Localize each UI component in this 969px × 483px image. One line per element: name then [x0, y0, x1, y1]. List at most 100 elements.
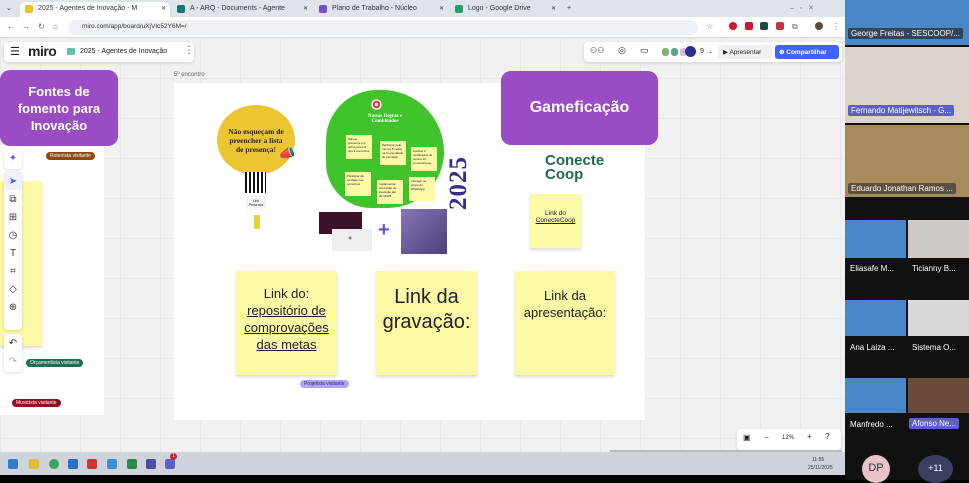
extension-icon[interactable]	[745, 22, 753, 30]
clock-date[interactable]: 25/11/2025	[808, 465, 833, 471]
rule-sticky[interactable]: Participar da verdade nos encontros	[345, 172, 371, 196]
select-icon[interactable]: ➤	[4, 172, 22, 190]
text-icon[interactable]: T	[9, 247, 17, 259]
app-icon[interactable]	[146, 459, 156, 469]
fit-screen-icon[interactable]: ▣	[743, 433, 751, 442]
window-controls[interactable]: – ▫ ✕	[790, 5, 814, 12]
tab-drive[interactable]: Logo - Google Drive✕	[450, 2, 560, 17]
new-tab-button[interactable]: +	[567, 5, 572, 12]
file-explorer-icon[interactable]	[29, 459, 39, 469]
participant-tile[interactable]	[845, 220, 906, 258]
chevron-down-icon[interactable]: ⌄	[708, 49, 714, 55]
reactions-icon[interactable]: ⚇⚇	[590, 46, 605, 55]
redo-icon[interactable]: ↷	[8, 355, 18, 367]
collaborator-count[interactable]: 9	[700, 48, 704, 55]
share-button[interactable]: ⊕ Compartilhar	[775, 45, 839, 59]
timer-icon[interactable]: ◷	[8, 229, 18, 241]
outlook-icon[interactable]	[68, 459, 78, 469]
gamification-card[interactable]: Gameficação	[501, 71, 658, 145]
participant-tile[interactable]	[908, 378, 969, 413]
teams-icon[interactable]	[165, 459, 175, 469]
qr-code[interactable]	[245, 172, 266, 193]
board-options-icon[interactable]: ⋮	[184, 45, 194, 56]
tab-miro[interactable]: 2025 - Agentes de Inovação - M✕	[20, 2, 170, 17]
extension-icon[interactable]	[760, 22, 768, 30]
close-icon[interactable]: ✕	[160, 6, 166, 12]
acrobat-icon[interactable]	[87, 459, 97, 469]
present-button[interactable]: ▶ Apresentar	[718, 45, 772, 59]
participant-tile[interactable]	[845, 300, 906, 336]
tab-search-button[interactable]: ⌄	[6, 5, 12, 12]
year-label[interactable]: 2025	[445, 156, 472, 210]
extensions-puzzle-icon[interactable]: ⧉	[792, 22, 798, 31]
templates-icon[interactable]: ⧉	[9, 193, 17, 205]
more-participants-button[interactable]: +11	[918, 455, 953, 483]
fontes-fomento-card[interactable]: Fontes de fomento para Inovação	[0, 70, 118, 146]
video-icon[interactable]: ▭	[640, 45, 649, 55]
chrome-icon[interactable]	[49, 459, 59, 469]
windows-start-icon[interactable]	[8, 459, 18, 469]
clock-time[interactable]: 11:55	[812, 457, 825, 463]
close-icon[interactable]: ✕	[550, 6, 556, 12]
board-name[interactable]: 2025 - Agentes de Inovação	[80, 48, 168, 55]
rule-sticky[interactable]: Ganhar 3 certificados de cursos do Conec…	[411, 147, 437, 171]
close-icon[interactable]: ✕	[438, 6, 444, 12]
collaborator-avatar[interactable]	[671, 48, 678, 56]
rule-sticky[interactable]: Participar pelo menos 5 vezes na Comunid…	[380, 141, 406, 165]
url-input[interactable]: miro.com/app/board/uXjVIc52Y6M=/	[68, 20, 698, 35]
undo-icon[interactable]: ↶	[8, 337, 18, 349]
sticky-repositorio[interactable]: Link do: repositório de comprovações das…	[236, 271, 337, 375]
menu-icon[interactable]: ☰	[10, 46, 20, 58]
bookmark-star-icon[interactable]: ☆	[706, 22, 714, 31]
frame-icon[interactable]: ⌗	[10, 265, 16, 277]
browser-menu-icon[interactable]: ⋮	[832, 22, 840, 31]
presence-reminder[interactable]: Não esqueçam de preencher a lista de pre…	[217, 105, 295, 175]
presence-link[interactable]: Link Presença	[246, 196, 266, 210]
tab-plano[interactable]: Plano de Trabalho - Núcleo✕	[314, 2, 448, 17]
reload-icon[interactable]: ↻	[38, 22, 45, 31]
rule-sticky[interactable]: Implementar uma ação de inovação até dez…	[377, 180, 403, 204]
extension-icon[interactable]	[729, 22, 737, 30]
zoom-level[interactable]: 12%	[782, 435, 795, 441]
ai-tool-button[interactable]: ✦	[4, 149, 22, 169]
sticky-gravacao[interactable]: Link da gravação:	[376, 271, 477, 375]
event-image[interactable]	[319, 212, 362, 234]
zoom-in-button[interactable]: +	[807, 432, 812, 441]
collaborator-avatar[interactable]	[662, 48, 669, 56]
back-icon[interactable]: ←	[7, 22, 15, 31]
collaborator-avatar[interactable]	[685, 46, 696, 57]
participant-tile[interactable]	[845, 378, 906, 413]
participant-tile[interactable]	[908, 220, 969, 258]
apps-icon[interactable]: ⊞	[8, 211, 18, 223]
app-icon[interactable]	[107, 459, 117, 469]
frame-label[interactable]: 5º encontro	[174, 72, 205, 78]
zoom-out-button[interactable]: −	[764, 433, 769, 442]
extension-icon[interactable]	[776, 22, 784, 30]
tab-sharepoint[interactable]: A - ARQ - Documents - Agente✕	[172, 2, 312, 17]
forward-icon[interactable]: →	[22, 22, 30, 31]
profile-avatar[interactable]	[815, 22, 823, 30]
participant-tile[interactable]: Fernando Matijewitsch - G...	[845, 47, 969, 123]
video-thumbnail[interactable]: ●	[332, 229, 372, 251]
participant-avatar[interactable]: DP	[862, 455, 890, 483]
conecte-coop-logo[interactable]: Conecte Coop	[545, 153, 631, 192]
repositorio-link[interactable]: repositório de comprovações das metas	[244, 303, 329, 352]
rule-sticky[interactable]: Interagir no grupo do WhatsApp	[409, 177, 435, 201]
participant-tile[interactable]: Eduardo Jonathan Ramos ...	[845, 125, 969, 197]
conecte-coop-link[interactable]: ConecteCoop	[535, 217, 576, 224]
excel-icon[interactable]	[127, 459, 137, 469]
chat-icon[interactable]: ◎	[618, 45, 626, 55]
close-icon[interactable]: ✕	[302, 6, 308, 12]
shapes-icon[interactable]: ◇	[9, 283, 17, 295]
conecte-coop-sticky[interactable]: Link do ConecteCoop	[530, 194, 581, 248]
participant-tile[interactable]: George Freitas - SESCOOP/...	[845, 0, 969, 45]
participant-tile[interactable]	[908, 300, 969, 336]
book-image[interactable]	[401, 209, 447, 254]
sticky-apresentacao[interactable]: Link da apresentação:	[515, 271, 615, 375]
rule-sticky[interactable]: Marcar presença em pelo menos 8 dos 9 en…	[346, 135, 372, 159]
collaborator-avatar[interactable]	[680, 48, 687, 56]
home-icon[interactable]: ⌂	[53, 22, 58, 31]
help-icon[interactable]: ?	[825, 432, 830, 441]
more-tools-icon[interactable]: ⊕	[8, 301, 18, 313]
horizontal-scrollbar[interactable]	[610, 450, 842, 452]
